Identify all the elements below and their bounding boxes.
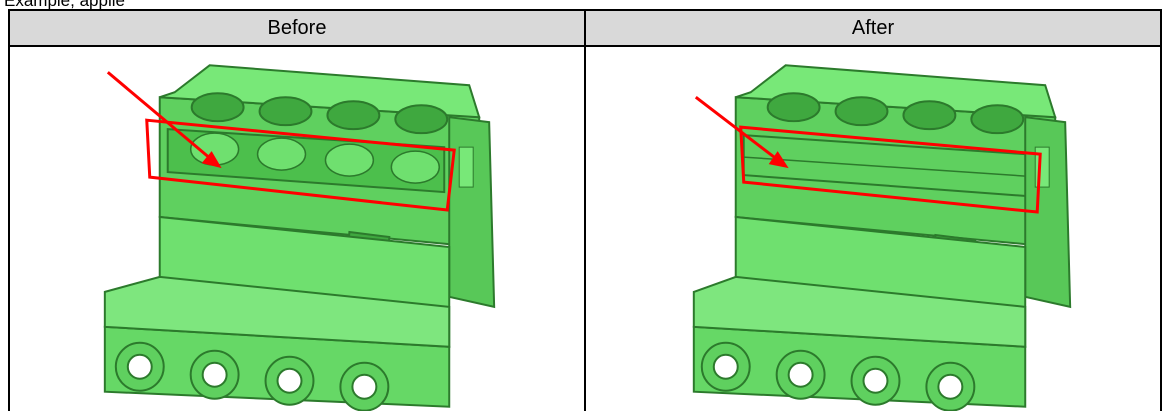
table-image-row xyxy=(8,46,1162,411)
header-before: Before xyxy=(8,9,586,47)
after-cell xyxy=(584,46,1162,411)
connector-before-illustration xyxy=(103,64,496,411)
before-after-table: Before After xyxy=(8,9,1162,411)
cutoff-heading-text: Example, applie xyxy=(4,0,125,10)
before-cell xyxy=(8,46,586,411)
connector-after-illustration xyxy=(692,64,1072,411)
table-header-row: Before After xyxy=(8,9,1162,47)
header-after: After xyxy=(584,9,1162,47)
